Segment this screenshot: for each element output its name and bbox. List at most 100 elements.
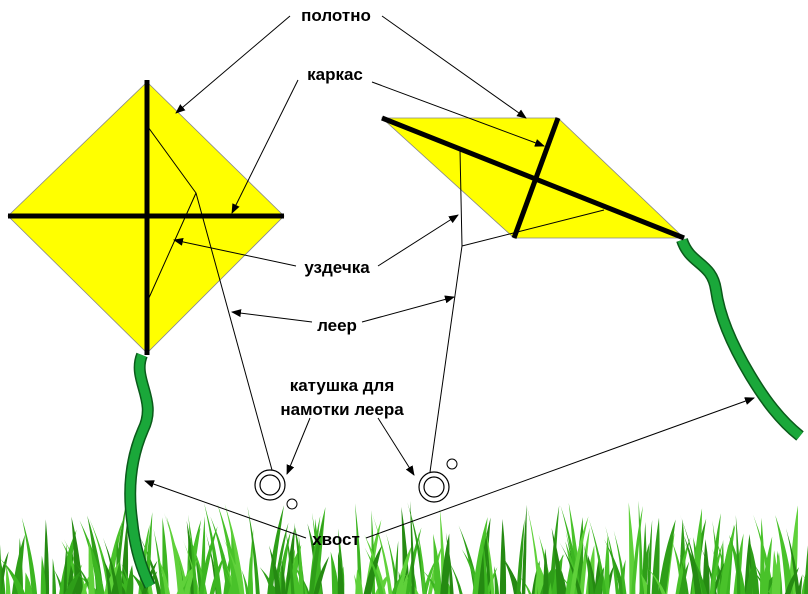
grass-blade xyxy=(363,545,383,594)
grass-blade xyxy=(702,539,710,594)
grass-blade xyxy=(570,516,589,594)
grass-blade xyxy=(166,516,185,594)
grass-blade xyxy=(785,528,800,594)
grass-blade xyxy=(417,531,427,594)
grass-blade xyxy=(372,513,393,594)
grass-blade xyxy=(199,526,218,594)
grass-blade xyxy=(247,506,260,594)
grass-blade xyxy=(0,551,9,594)
grass-blade xyxy=(391,574,403,594)
label-line: леер xyxy=(317,316,357,335)
grass-blade xyxy=(71,516,83,594)
grass-blade xyxy=(223,538,244,594)
grass-blade xyxy=(775,515,794,594)
grass-blade xyxy=(710,543,723,594)
grass-blade xyxy=(485,525,495,594)
grass-blade xyxy=(745,566,753,594)
grass-blade xyxy=(40,555,47,594)
grass-blade xyxy=(604,539,626,594)
grass-blade xyxy=(285,528,295,594)
grass-blade xyxy=(559,542,582,594)
grass-blade xyxy=(209,554,225,594)
grass-blade xyxy=(355,503,363,594)
label-bridle: уздечка xyxy=(304,258,370,277)
label-canvas: полотно xyxy=(301,6,371,25)
grass-blade xyxy=(499,518,507,594)
grass-blade xyxy=(43,519,50,594)
grass-blade xyxy=(185,528,208,594)
grass-blade xyxy=(400,572,408,594)
grass-blade xyxy=(605,526,620,594)
grass-blade xyxy=(63,543,67,594)
label-frame: каркас xyxy=(307,65,363,84)
grass-blade xyxy=(759,517,765,594)
grass-blade xyxy=(269,545,282,594)
grass-blade xyxy=(771,550,779,594)
grass-blade xyxy=(241,570,250,594)
grass-blade xyxy=(224,503,245,594)
grass-blade xyxy=(21,517,38,594)
grass-blade xyxy=(646,519,653,594)
grass-blade xyxy=(330,551,340,594)
grass-blade xyxy=(440,533,450,594)
label-reel-2: намотки леера xyxy=(280,400,404,419)
grass-blade xyxy=(176,566,195,594)
grass-blade xyxy=(248,528,254,594)
grass-blade xyxy=(138,535,162,594)
grass-blade xyxy=(24,572,33,594)
grass-blade xyxy=(433,533,442,594)
grass-blade xyxy=(395,544,413,594)
flat-kite xyxy=(380,115,804,503)
grass-blade xyxy=(735,514,741,594)
grass-blade xyxy=(784,567,800,594)
grass-blade xyxy=(0,558,26,594)
label-reel-1: катушка для xyxy=(290,376,395,395)
grass-blade xyxy=(276,531,291,594)
grass-blade xyxy=(516,519,525,594)
grass-blade xyxy=(64,570,81,594)
grass-blade xyxy=(281,560,286,594)
right-kite-line xyxy=(429,245,463,473)
grass-blade xyxy=(631,506,643,594)
grass-blade xyxy=(422,558,437,594)
grass-blade xyxy=(583,544,594,594)
grass-blade xyxy=(308,515,325,594)
grass-blade xyxy=(448,561,463,594)
grass-blade xyxy=(797,574,803,594)
grass-blade xyxy=(79,520,105,594)
grass-blade xyxy=(579,527,590,594)
grass-blade xyxy=(105,562,112,594)
grass-blade xyxy=(116,539,123,594)
grass-blade xyxy=(684,542,708,594)
grass-blade xyxy=(52,558,57,594)
diamond-kite xyxy=(7,80,298,589)
grass-blade xyxy=(551,527,564,594)
grass-blade xyxy=(594,566,605,594)
grass-blade xyxy=(17,537,24,594)
grass-blade xyxy=(534,569,538,594)
grass xyxy=(0,500,808,594)
right-kite-cross-spar xyxy=(511,117,561,239)
grass-blade xyxy=(188,514,198,594)
grass-blade xyxy=(393,540,399,594)
grass-blade xyxy=(81,573,91,594)
grass-blade xyxy=(337,551,344,594)
grass-blade xyxy=(658,519,676,594)
grass-blade xyxy=(603,535,610,594)
grass-blade xyxy=(410,500,415,594)
grass-blade xyxy=(0,544,2,594)
grass-blade xyxy=(231,528,238,594)
grass-blade xyxy=(353,573,360,594)
grass-blade xyxy=(543,548,549,594)
grass-blade xyxy=(59,529,77,594)
left-kite-line xyxy=(195,192,273,471)
right-kite-long-spar xyxy=(381,115,685,241)
grass-blade xyxy=(804,545,808,594)
grass-blade xyxy=(298,535,304,594)
grass-blade xyxy=(646,566,666,594)
grass-blade xyxy=(364,547,384,594)
grass-blade xyxy=(157,556,170,594)
grass-blade xyxy=(6,565,11,594)
